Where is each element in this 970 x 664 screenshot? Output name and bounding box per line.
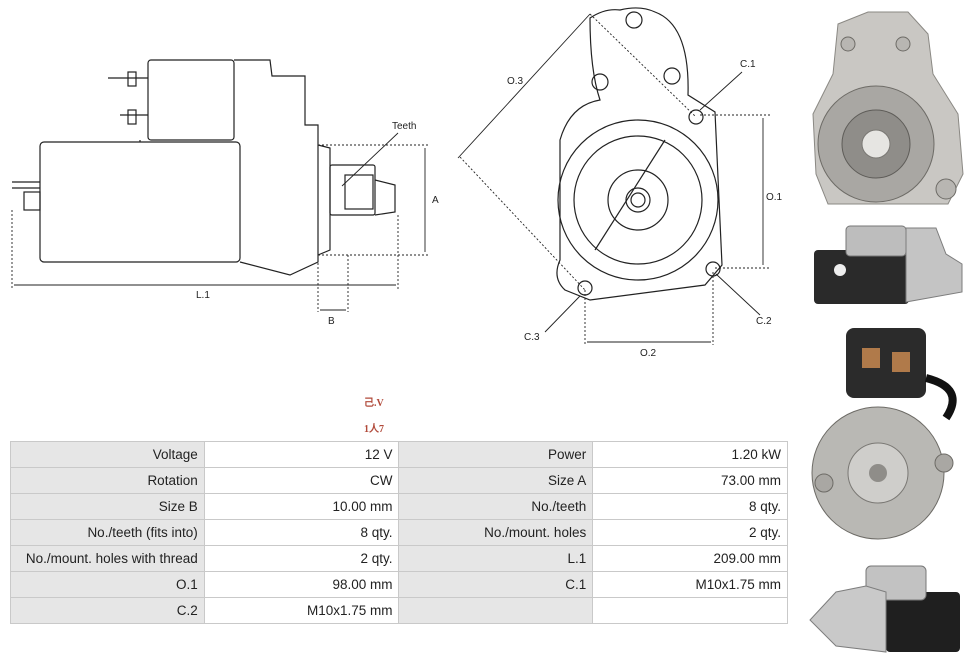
spec-value: 8 qty. <box>592 493 788 520</box>
label-c1: C.1 <box>740 59 756 70</box>
table-row: Voltage 12 V Power 1.20 kW <box>10 441 788 468</box>
spec-value: 209.00 mm <box>592 545 788 572</box>
table-row: Size B 10.00 mm No./teeth 8 qty. <box>10 493 788 520</box>
table-row: No./teeth (fits into) 8 qty. No./mount. … <box>10 519 788 546</box>
spec-value: 98.00 mm <box>203 571 400 598</box>
spec-key: O.1 <box>10 571 205 598</box>
label-c2: C.2 <box>756 316 772 327</box>
spec-key: C.1 <box>398 571 594 598</box>
label-b: B <box>328 316 335 327</box>
spec-key: Rotation <box>10 467 205 494</box>
table-row: C.2 M10x1.75 mm <box>10 597 788 624</box>
spec-key: L.1 <box>398 545 594 572</box>
label-teeth: Teeth <box>392 121 416 132</box>
technical-drawing: Teeth A B L.1 O.1 O.2 O.3 C.1 C.2 C.3 <box>11 7 783 359</box>
table-row: Rotation CW Size A 73.00 mm <box>10 467 788 494</box>
label-c3: C.3 <box>524 332 540 343</box>
spec-key: Voltage <box>10 441 205 468</box>
spec-value: 2 qty. <box>592 519 788 546</box>
spec-value: 12 V <box>203 441 400 468</box>
table-row: No./mount. holes with thread 2 qty. L.1 … <box>10 545 788 572</box>
spec-key: No./teeth <box>398 493 594 520</box>
label-l1: L.1 <box>196 290 210 301</box>
spec-value: 8 qty. <box>203 519 400 546</box>
spec-value: 2 qty. <box>203 545 400 572</box>
table-row: O.1 98.00 mm C.1 M10x1.75 mm <box>10 571 788 598</box>
spec-key: No./mount. holes with thread <box>10 545 205 572</box>
spec-key: C.2 <box>10 597 205 624</box>
spec-table: Voltage 12 V Power 1.20 kW Rotation CW S… <box>10 441 788 624</box>
product-photo-rear <box>811 328 957 540</box>
side-view-starter <box>12 59 396 276</box>
spec-key: Size A <box>398 467 594 494</box>
spec-value: 1.20 kW <box>592 441 788 468</box>
faint-stamp-1: 己.V <box>364 398 384 409</box>
spec-value: M10x1.75 mm <box>592 571 788 598</box>
spec-key: Power <box>398 441 594 468</box>
spec-key: Size B <box>10 493 205 520</box>
product-photo-side-top <box>814 225 963 304</box>
spec-value <box>592 597 788 624</box>
label-o1: O.1 <box>766 192 783 203</box>
spec-key: No./teeth (fits into) <box>10 519 205 546</box>
product-photo-front <box>812 11 964 205</box>
spec-value: CW <box>203 467 400 494</box>
spec-key: No./mount. holes <box>398 519 594 546</box>
faint-stamp-2: 1人7 <box>364 424 384 435</box>
spec-key <box>398 597 594 624</box>
spec-value: M10x1.75 mm <box>203 597 400 624</box>
front-view-starter <box>556 7 723 301</box>
label-a: A <box>432 195 439 206</box>
label-o2: O.2 <box>640 348 657 359</box>
product-photo-side-bottom <box>809 565 960 653</box>
spec-value: 73.00 mm <box>592 467 788 494</box>
dimension-lines <box>11 13 770 345</box>
label-o3: O.3 <box>507 76 524 87</box>
spec-value: 10.00 mm <box>203 493 400 520</box>
